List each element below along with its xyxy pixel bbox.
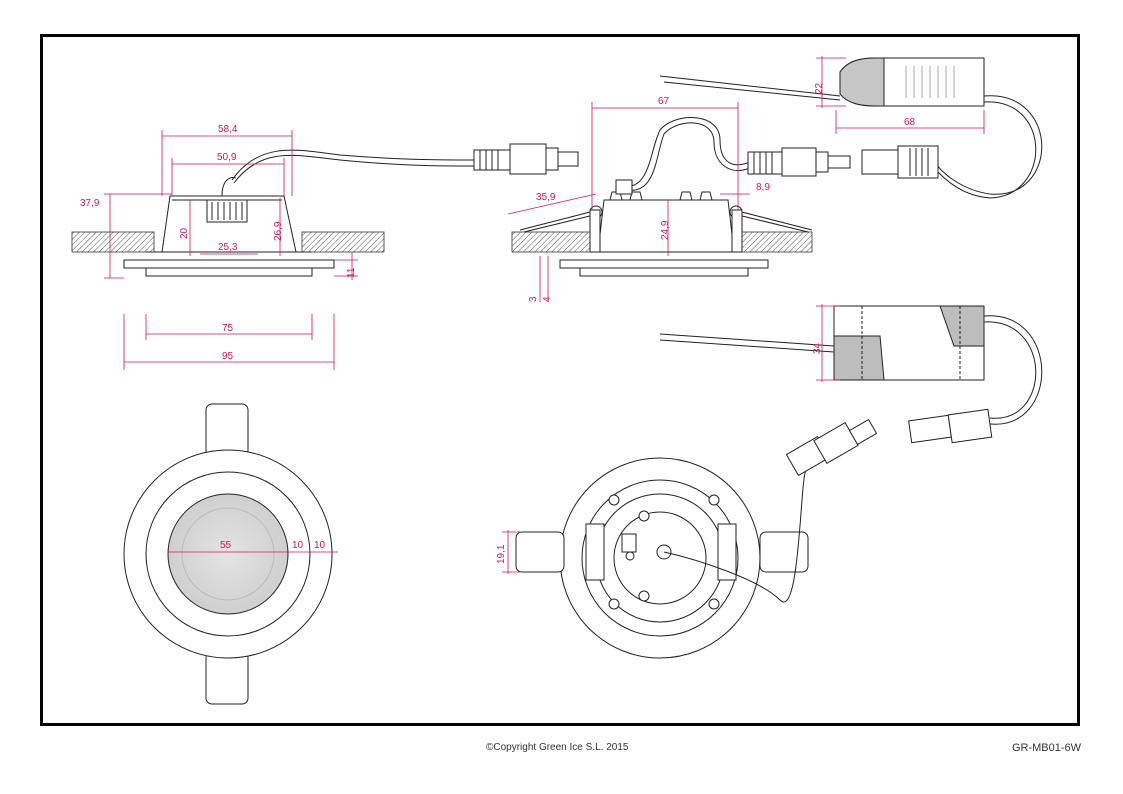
drawing-frame bbox=[40, 34, 1080, 726]
dim-top-inner: 50,9 bbox=[217, 152, 237, 163]
rear-view: 19,1 bbox=[496, 418, 878, 659]
dim-driver-small-length: 68 bbox=[904, 117, 916, 128]
part-code: GR-MB01-6W bbox=[1011, 742, 1081, 754]
ceiling-left bbox=[71, 231, 155, 253]
dim-inner-height: 20 bbox=[179, 227, 190, 239]
dim-ceiling-gap: 4 bbox=[542, 296, 553, 302]
dim-section-width: 67 bbox=[658, 96, 670, 107]
dim-connector-width: 25,3 bbox=[218, 242, 238, 253]
dim-driver-large-height: 34 bbox=[812, 342, 823, 354]
dim-top-outer: 58,4 bbox=[218, 124, 238, 135]
dim-driver-small-height: 22 bbox=[814, 82, 825, 94]
driver-small: 22 68 bbox=[659, 56, 1043, 199]
side-connector-body bbox=[509, 143, 547, 175]
dim-lens: 55 bbox=[220, 540, 232, 551]
dim-ring-outer: 10 bbox=[314, 540, 326, 551]
copyright-text: ©Copyright Green Ice S.L. 2015 bbox=[486, 742, 629, 753]
dim-ceiling-min: 3 bbox=[528, 296, 539, 302]
terminal-block bbox=[206, 199, 248, 223]
dim-total-height: 37,9 bbox=[80, 198, 100, 209]
dim-body-height: 26,9 bbox=[273, 221, 284, 241]
dim-inner-diameter: 75 bbox=[222, 323, 234, 334]
dim-clip-width: 19,1 bbox=[496, 544, 507, 564]
section-view: 67 35,9 8,9 24,9 3 4 bbox=[507, 96, 939, 302]
ceiling-right-section bbox=[741, 231, 813, 253]
dim-clip-reach: 35,9 bbox=[536, 192, 556, 203]
dim-ring-inner: 10 bbox=[292, 540, 304, 551]
dim-outer-diameter: 95 bbox=[222, 351, 234, 362]
driver-large: 34 bbox=[659, 304, 1043, 444]
front-view: 55 10 10 bbox=[123, 403, 338, 705]
ceiling-right bbox=[301, 231, 385, 253]
dim-clip-offset: 8,9 bbox=[756, 182, 770, 193]
side-view: 58,4 50,9 37,9 20 25,3 26,9 11 75 95 bbox=[71, 124, 579, 370]
ceiling-left-section bbox=[511, 231, 593, 253]
side-cable bbox=[231, 149, 477, 181]
dim-section-height: 24,9 bbox=[660, 220, 671, 240]
section-body bbox=[597, 199, 735, 253]
fixture-flange bbox=[123, 259, 335, 269]
section-connector bbox=[747, 151, 783, 175]
dim-flange: 11 bbox=[346, 267, 357, 278]
